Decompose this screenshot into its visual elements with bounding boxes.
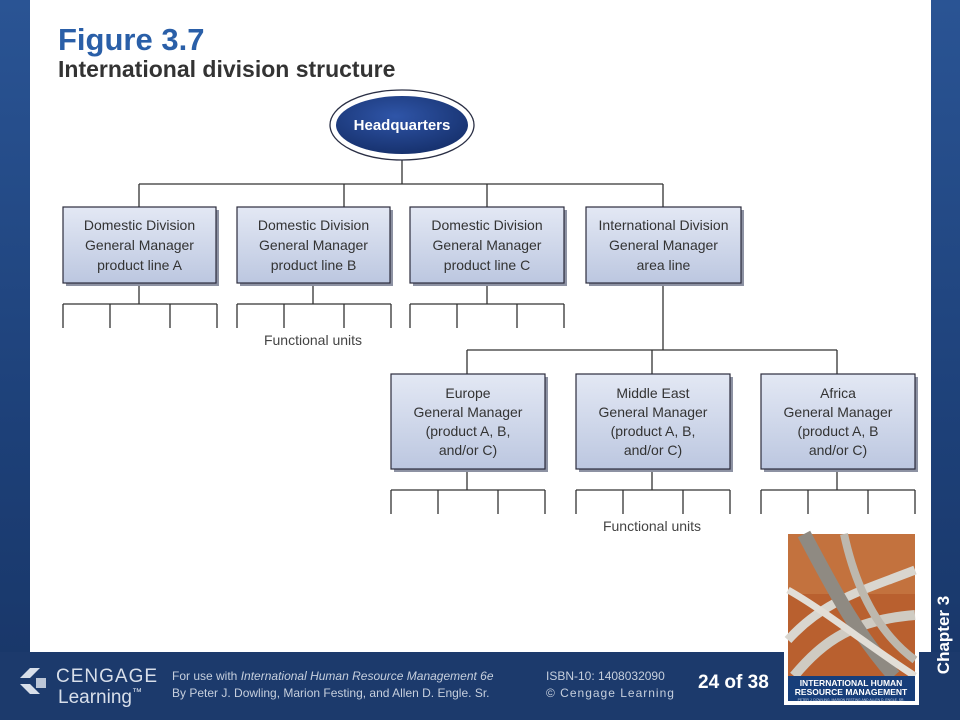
box-heading: Domestic Division (431, 217, 542, 233)
footer-isbn: ISBN-10: 1408032090 (546, 669, 665, 683)
book-cover-image: INTERNATIONAL HUMAN RESOURCE MANAGEMENT … (784, 530, 919, 705)
logo-learning-text: Learning™ (58, 687, 142, 708)
chapter-tab: Chapter 3 (928, 580, 960, 690)
headquarters-label: Headquarters (354, 117, 451, 134)
slide-canvas (30, 0, 931, 652)
box-heading: Domestic Division (84, 217, 195, 233)
box-line: (product A, B, (611, 423, 696, 439)
left-frame-bar (0, 0, 30, 720)
cengage-mark-icon (20, 668, 46, 694)
figure-subtitle: International division structure (58, 56, 396, 82)
box-line: General Manager (784, 404, 893, 420)
box-line: and/or C) (809, 442, 867, 458)
chapter-label: Chapter 3 (934, 595, 953, 675)
cengage-logo: CENGAGE Learning™ (16, 660, 166, 715)
functional-units-label: Functional units (264, 332, 362, 348)
connector-lines (62, 158, 916, 514)
box-frame (760, 373, 916, 470)
box-line: (product A, B, (426, 423, 511, 439)
box-frame (409, 206, 565, 284)
footer-copyright: © Cengage Learning (546, 686, 675, 700)
box-line: (product A, B (798, 423, 879, 439)
box-line: General Manager (609, 237, 718, 253)
box-line: General Manager (433, 237, 542, 253)
headquarters-node: Headquarters (329, 89, 475, 161)
box-line: General Manager (85, 237, 194, 253)
right-frame-bar (931, 0, 960, 720)
box-frame (585, 206, 742, 284)
box-line: product line C (444, 257, 530, 273)
box-heading: Africa (820, 385, 856, 401)
box-line: General Manager (259, 237, 368, 253)
box-frame (62, 206, 217, 284)
figure-title: Figure 3.7 (58, 22, 205, 57)
box-frame (236, 206, 391, 284)
book-cover-title: INTERNATIONAL HUMAN (800, 678, 903, 688)
box-line: area line (637, 257, 691, 273)
box-heading: International Division (599, 217, 729, 233)
functional-units-label: Functional units (603, 518, 701, 534)
book-cover-authors: PETER J. DOWLING, MARION FESTING AND ALL… (798, 698, 905, 702)
book-cover-title: RESOURCE MANAGEMENT (795, 687, 908, 697)
box-line: product line A (97, 257, 182, 273)
box-line: General Manager (599, 404, 708, 420)
box-frame (575, 373, 731, 470)
box-heading: Domestic Division (258, 217, 369, 233)
box-frame (390, 373, 546, 470)
box-heading: Europe (445, 385, 490, 401)
box-line: and/or C) (624, 442, 682, 458)
logo-brand-text: CENGAGE (56, 666, 159, 687)
footer-authors-line: By Peter J. Dowling, Marion Festing, and… (172, 686, 490, 700)
box-line: product line B (271, 257, 357, 273)
page-counter: 24 of 38 (698, 672, 769, 693)
box-heading: Middle East (616, 385, 689, 401)
footer-book-line: For use with International Human Resourc… (172, 669, 494, 683)
box-line: General Manager (414, 404, 523, 420)
box-line: and/or C) (439, 442, 497, 458)
